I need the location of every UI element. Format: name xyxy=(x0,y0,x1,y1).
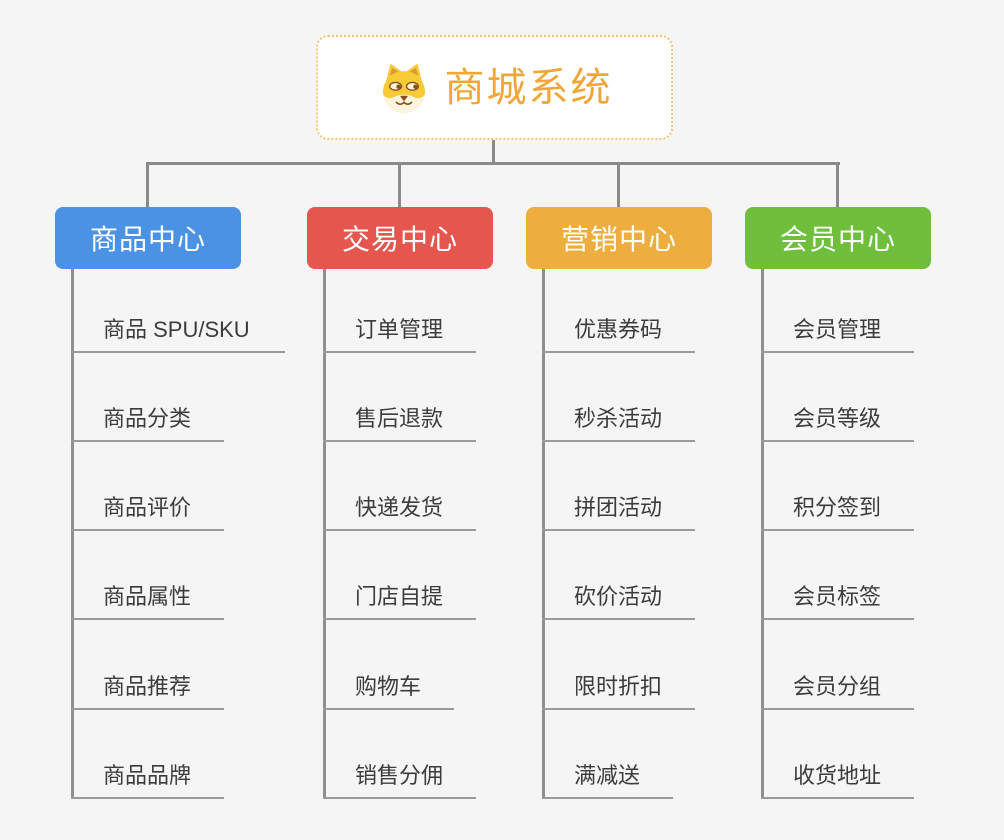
root-connector-line xyxy=(492,138,495,165)
child-node[interactable]: 快递发货 xyxy=(323,495,476,531)
child-node[interactable]: 商品评价 xyxy=(71,495,224,531)
dog-face-icon xyxy=(382,63,425,113)
child-node[interactable]: 拼团活动 xyxy=(542,495,695,531)
child-node[interactable]: 销售分佣 xyxy=(323,763,476,799)
branch-drop-line xyxy=(146,162,149,208)
child-node[interactable]: 商品品牌 xyxy=(71,763,224,799)
child-node[interactable]: 砍价活动 xyxy=(542,584,695,620)
child-trunk-line xyxy=(542,269,545,799)
child-node[interactable]: 满减送 xyxy=(542,763,673,799)
branch-label: 交易中心 xyxy=(341,224,458,255)
branch-label: 营销中心 xyxy=(560,224,677,255)
branch-box-product-center[interactable]: 商品中心 xyxy=(55,207,241,269)
branch-drop-line xyxy=(398,162,401,208)
child-trunk-line xyxy=(71,269,74,799)
child-trunk-line xyxy=(761,269,764,799)
child-node[interactable]: 会员管理 xyxy=(761,317,914,353)
branch-label: 商品中心 xyxy=(89,224,206,255)
child-node[interactable]: 会员标签 xyxy=(761,584,914,620)
child-node[interactable]: 商品属性 xyxy=(71,584,224,620)
branch-label: 会员中心 xyxy=(779,224,896,255)
branch-drop-line xyxy=(836,162,839,208)
root-title: 商城系统 xyxy=(444,65,613,110)
child-node[interactable]: 积分签到 xyxy=(761,495,914,531)
child-node[interactable]: 秒杀活动 xyxy=(542,406,695,442)
child-trunk-line xyxy=(323,269,326,799)
child-node[interactable]: 商品分类 xyxy=(71,406,224,442)
child-node[interactable]: 收货地址 xyxy=(761,763,914,799)
child-node[interactable]: 售后退款 xyxy=(323,406,476,442)
child-node[interactable]: 会员分组 xyxy=(761,674,914,710)
child-node[interactable]: 优惠券码 xyxy=(542,317,695,353)
child-node[interactable]: 购物车 xyxy=(323,674,454,710)
child-node[interactable]: 商品推荐 xyxy=(71,674,224,710)
branch-rail-line xyxy=(146,162,840,165)
child-node[interactable]: 限时折扣 xyxy=(542,674,695,710)
branch-box-trade-center[interactable]: 交易中心 xyxy=(307,207,493,269)
branch-box-member-center[interactable]: 会员中心 xyxy=(745,207,931,269)
branch-box-marketing-center[interactable]: 营销中心 xyxy=(526,207,712,269)
branch-drop-line xyxy=(617,162,620,208)
child-node[interactable]: 门店自提 xyxy=(323,584,476,620)
child-node[interactable]: 订单管理 xyxy=(323,317,476,353)
child-node[interactable]: 会员等级 xyxy=(761,406,914,442)
child-node[interactable]: 商品 SPU/SKU xyxy=(71,317,285,353)
root-node[interactable]: 商城系统 xyxy=(316,35,673,140)
